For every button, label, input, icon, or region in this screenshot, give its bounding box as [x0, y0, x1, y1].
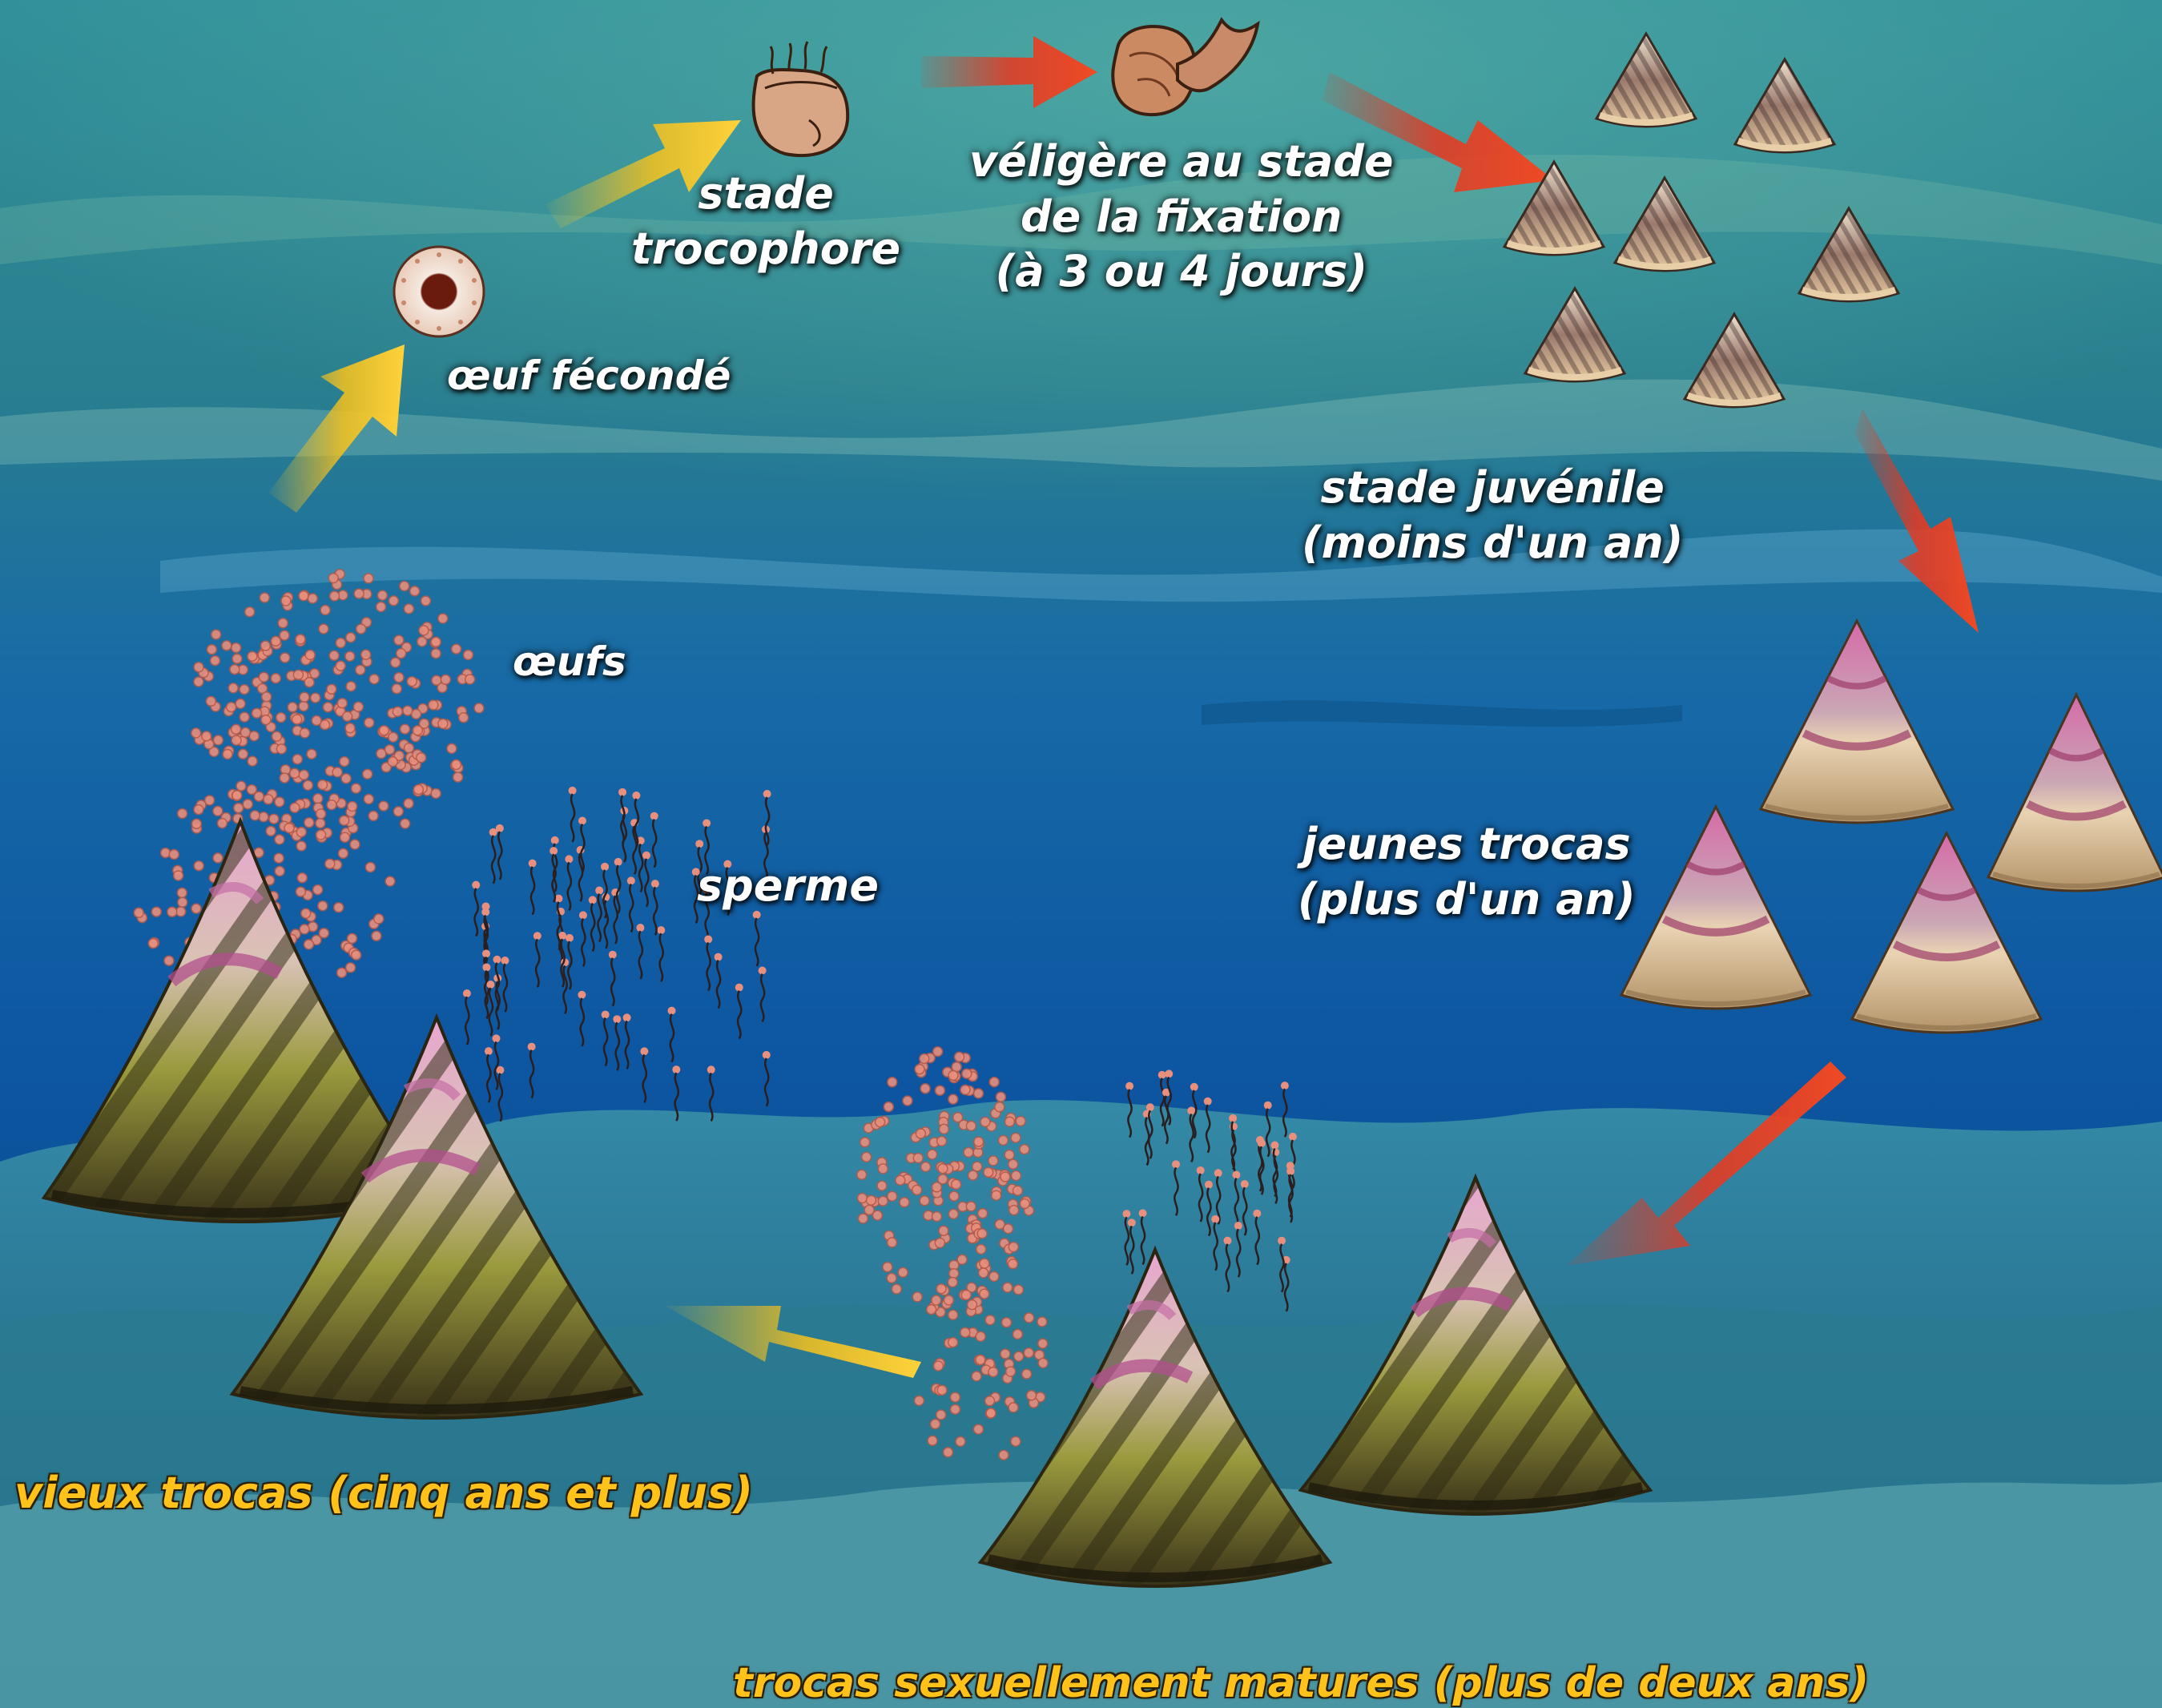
- veliger-line-1: véligère au stade: [969, 135, 1394, 190]
- young-line-2: (plus d'un an): [1298, 872, 1636, 928]
- veliger-line-2: de la fixation: [969, 190, 1394, 245]
- trochophore-line-2: trocophore: [631, 222, 900, 277]
- eggs-text: œufs: [513, 637, 626, 688]
- fertilized-egg-icon: [394, 247, 484, 336]
- veliger-line-3: (à 3 ou 4 jours): [969, 244, 1394, 300]
- juvenile-line-1: stade juvénile: [1302, 461, 1683, 516]
- old-label: vieux trocas (cinq ans et plus): [14, 1466, 753, 1521]
- young-label: jeunes trocas (plus d'un an): [1298, 817, 1636, 927]
- trochophore-label: stade trocophore: [631, 167, 900, 276]
- veliger-label: véligère au stade de la fixation (à 3 ou…: [969, 135, 1394, 300]
- juvenile-line-2: (moins d'un an): [1302, 516, 1683, 571]
- young-line-1: jeunes trocas: [1298, 817, 1636, 872]
- sperm-text: sperme: [697, 859, 879, 914]
- fertilized-egg-text: œuf fécondé: [447, 351, 731, 402]
- sperm-label: sperme: [697, 859, 879, 914]
- mature-label: trocas sexuellement matures (plus de deu…: [733, 1657, 1869, 1708]
- juvenile-label: stade juvénile (moins d'un an): [1302, 461, 1683, 570]
- mature-text: trocas sexuellement matures (plus de deu…: [733, 1657, 1869, 1708]
- trochophore-line-1: stade: [631, 167, 900, 222]
- fertilized-egg-label: œuf fécondé: [447, 351, 731, 402]
- old-text: vieux trocas (cinq ans et plus): [14, 1466, 753, 1521]
- eggs-label: œufs: [513, 637, 626, 688]
